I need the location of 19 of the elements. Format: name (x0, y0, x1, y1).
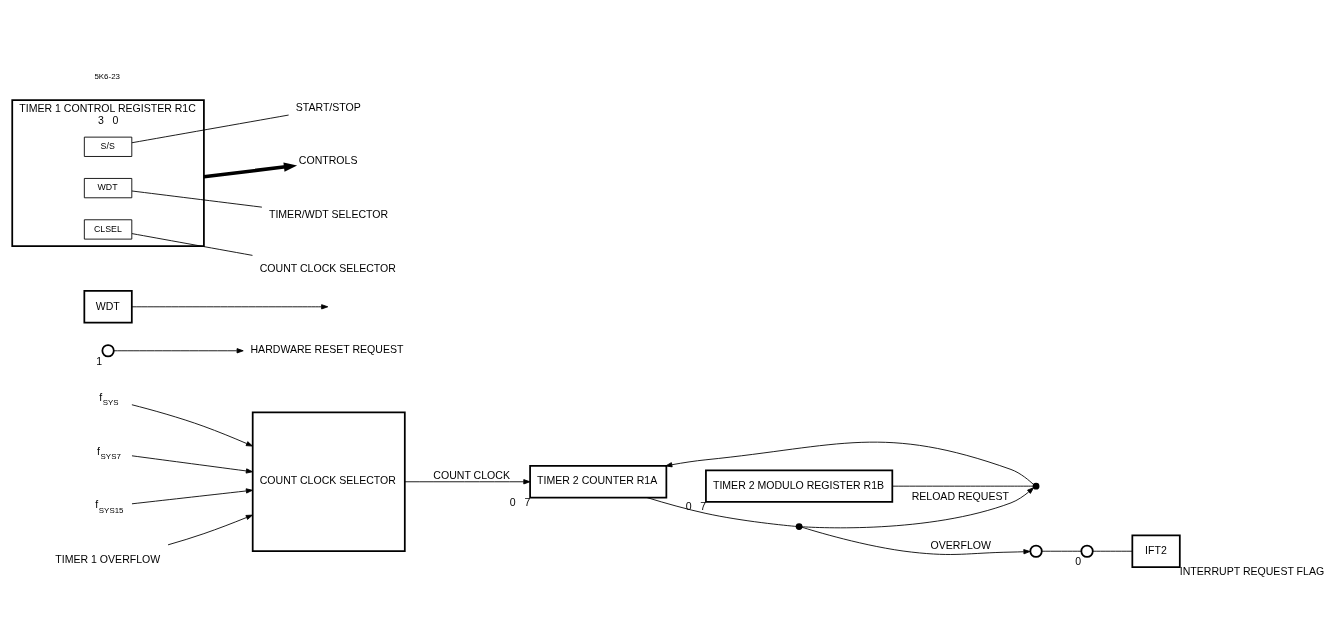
node-text: f$_{SYS}$ (99, 390, 119, 407)
node-label: 3 0 (97, 113, 119, 126)
node-label: 1 (96, 354, 103, 367)
node-label: 0 7 (509, 495, 531, 508)
node-label: INTERRUPT REQUEST FLAG (1179, 564, 1325, 577)
node-text: COUNT CLOCK SELECTOR (259, 261, 396, 274)
label: 5K6-23 (94, 71, 120, 81)
node-text: f$_{SYS15}$ (95, 497, 124, 515)
edge-label: OVERFLOW (930, 538, 991, 551)
edge-label: RELOAD REQUEST (911, 489, 1009, 502)
edge-label: COUNT CLOCK (433, 468, 510, 481)
node-text: HARDWARE RESET REQUEST (250, 343, 404, 355)
node-label: 0 (1075, 554, 1082, 567)
node-text: f$_{SYS7}$ (97, 444, 121, 461)
node-text: START/STOP (295, 100, 361, 113)
node-text: TIMER 1 OVERFLOW (55, 552, 161, 565)
node-label: 0 7 (685, 499, 707, 512)
node-text: CONTROLS (298, 153, 358, 166)
node-text: TIMER/WDT SELECTOR (268, 207, 389, 220)
